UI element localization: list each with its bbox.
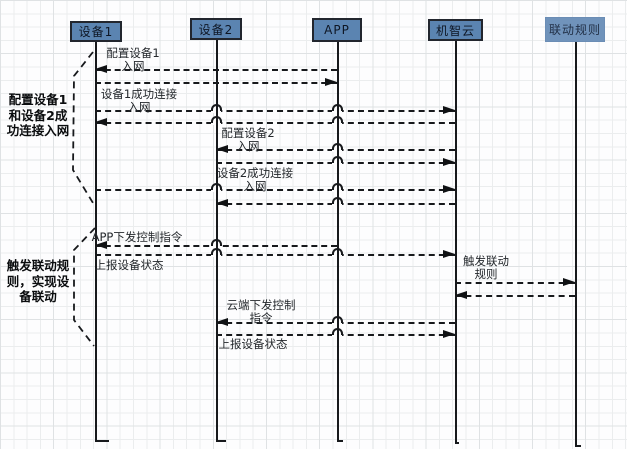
- message-line-report-device-status-1: [95, 254, 455, 256]
- message-label-device1-connected: 设备1成功连接 入网: [100, 87, 178, 114]
- message-line-device1-connected: [95, 110, 455, 112]
- line-hop-arc: [331, 248, 343, 255]
- side-label-brace-provisioning: 配置设备1 和设备2成 功连接入网: [6, 92, 70, 138]
- message-label-report-device-status-1: 上报设备状态: [94, 258, 164, 272]
- brace-linkage: [73, 227, 96, 347]
- actor-label-app: APP: [324, 23, 350, 37]
- line-hop-arc: [210, 248, 222, 255]
- message-line-device2-connected: [95, 189, 455, 191]
- arrowhead-icon: [216, 317, 228, 326]
- line-hop-arc: [331, 156, 343, 163]
- message-label-cloud-control-command: 云端下发控制 指令: [226, 298, 296, 325]
- message-label-report-device-status-2: 上报设备状态: [218, 337, 288, 351]
- arrowhead-icon: [216, 144, 228, 153]
- line-hop-arc: [331, 116, 343, 123]
- actor-box-app: APP: [312, 18, 362, 42]
- arrowhead-icon: [95, 240, 107, 249]
- line-hop-arc: [331, 183, 343, 190]
- message-label-configure-device2: 配置设备2 入网: [221, 126, 275, 153]
- actor-box-device2: 设备2: [190, 18, 242, 40]
- lifeline-foot-cloud: [455, 442, 459, 444]
- lifeline-foot-device2: [216, 440, 226, 442]
- message-line-cloud-ack-device1: [95, 122, 455, 124]
- line-hop-arc: [331, 316, 343, 323]
- line-hop-arc: [210, 116, 222, 123]
- line-hop-arc: [331, 104, 343, 111]
- arrowhead-icon: [95, 64, 107, 73]
- actor-box-cloud: 机智云: [428, 19, 483, 41]
- line-hop-arc: [210, 104, 222, 111]
- message-label-trigger-linkage-rule: 触发联动 规则: [463, 254, 509, 281]
- lifeline-linkage-rules: [575, 42, 577, 447]
- actor-label-cloud: 机智云: [435, 23, 475, 38]
- arrowhead-icon: [325, 77, 337, 86]
- arrowhead-icon: [443, 184, 455, 193]
- lifeline-foot-app: [337, 440, 343, 442]
- line-hop-arc: [210, 183, 222, 190]
- arrowhead-icon: [443, 249, 455, 258]
- actor-box-device1: 设备1: [70, 21, 122, 42]
- brace-provisioning: [72, 51, 94, 204]
- actor-box-linkage-rules: 联动规则: [545, 17, 605, 42]
- side-label-brace-linkage: 触发联动规 则，实现设 备联动: [6, 258, 70, 304]
- message-line-rule-reply-cloud: [455, 295, 575, 297]
- actor-label-linkage-rules: 联动规则: [548, 23, 601, 37]
- arrowhead-icon: [563, 277, 575, 286]
- line-hop-arc: [331, 197, 343, 204]
- arrowhead-icon: [455, 290, 467, 299]
- arrowhead-icon: [95, 117, 107, 126]
- lifeline-cloud: [455, 41, 457, 444]
- message-line-trigger-linkage-rule: [455, 282, 575, 284]
- actor-label-device2: 设备2: [198, 22, 234, 37]
- arrowhead-icon: [443, 157, 455, 166]
- arrowhead-icon: [443, 329, 455, 338]
- actor-label-device1: 设备1: [78, 25, 114, 39]
- lifeline-app: [337, 42, 339, 442]
- arrowhead-icon: [216, 198, 228, 207]
- message-label-device2-connected: 设备2成功连接 入网: [216, 166, 294, 193]
- line-hop-arc: [331, 328, 343, 335]
- line-hop-arc: [210, 239, 222, 246]
- arrowhead-icon: [443, 105, 455, 114]
- message-label-app-control-command: APP下发控制指令: [91, 230, 183, 244]
- message-label-configure-device1: 配置设备1 入网: [106, 46, 160, 73]
- lifeline-foot-device1: [95, 440, 109, 442]
- line-hop-arc: [331, 143, 343, 150]
- lifeline-foot-linkage-rules: [575, 445, 581, 447]
